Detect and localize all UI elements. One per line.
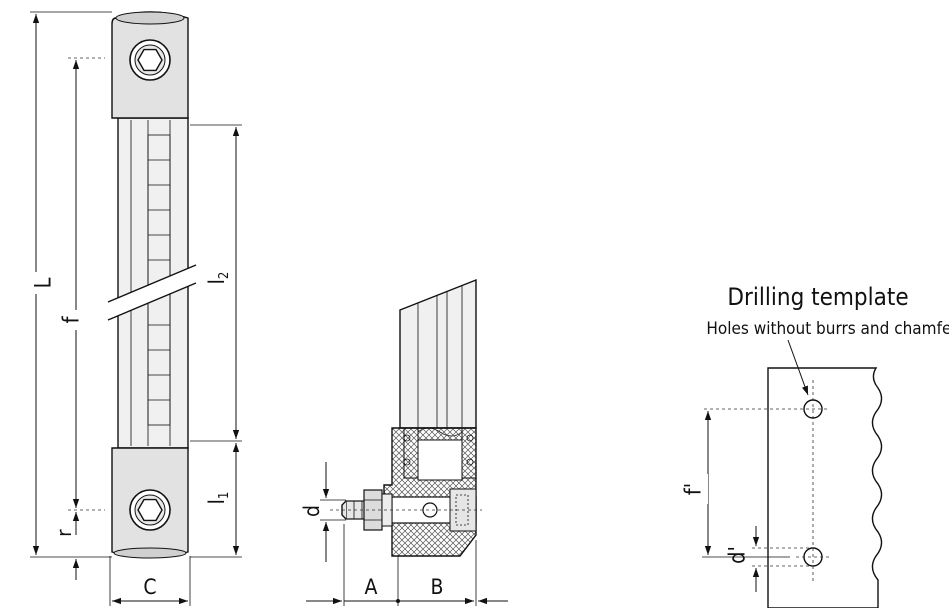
dimension-f: f (60, 57, 105, 511)
label-C: C (143, 575, 156, 599)
dimension-d: d (300, 462, 346, 562)
dimension-r: r (52, 512, 80, 580)
drilling-template-title: Drilling template (727, 283, 908, 311)
drilling-template: Drilling template Holes without burrs an… (682, 283, 949, 608)
template-leader-arrow (787, 339, 809, 396)
label-d-prime: d' (726, 546, 751, 564)
drilling-template-note: Holes without burrs and chamfer (706, 319, 949, 339)
break-gap (108, 265, 196, 320)
dimension-C: C (109, 556, 191, 606)
dimension-l1: l1 (190, 443, 242, 558)
top-hex-socket-icon (137, 48, 163, 72)
label-A: A (365, 575, 378, 599)
label-f-prime: f' (682, 483, 707, 495)
label-r: r (52, 529, 76, 537)
dimension-A-B: A B (306, 524, 508, 606)
template-plate (767, 367, 883, 608)
label-L: L (32, 277, 57, 288)
dimension-L: L (28, 11, 112, 558)
section-view: d A B (300, 278, 508, 606)
section-tube (399, 278, 477, 429)
dimension-l2: l2 (190, 124, 242, 442)
front-view: L f r l2 (28, 11, 242, 606)
label-d: d (300, 505, 324, 517)
label-f: f (60, 315, 85, 323)
label-l2: l2 (205, 272, 232, 285)
label-l1: l1 (205, 492, 232, 505)
dimension-d-prime: d' (726, 526, 760, 592)
label-B: B (431, 575, 444, 599)
dimension-f-prime: f' (682, 411, 790, 558)
bottom-hex-socket-icon (137, 498, 163, 522)
